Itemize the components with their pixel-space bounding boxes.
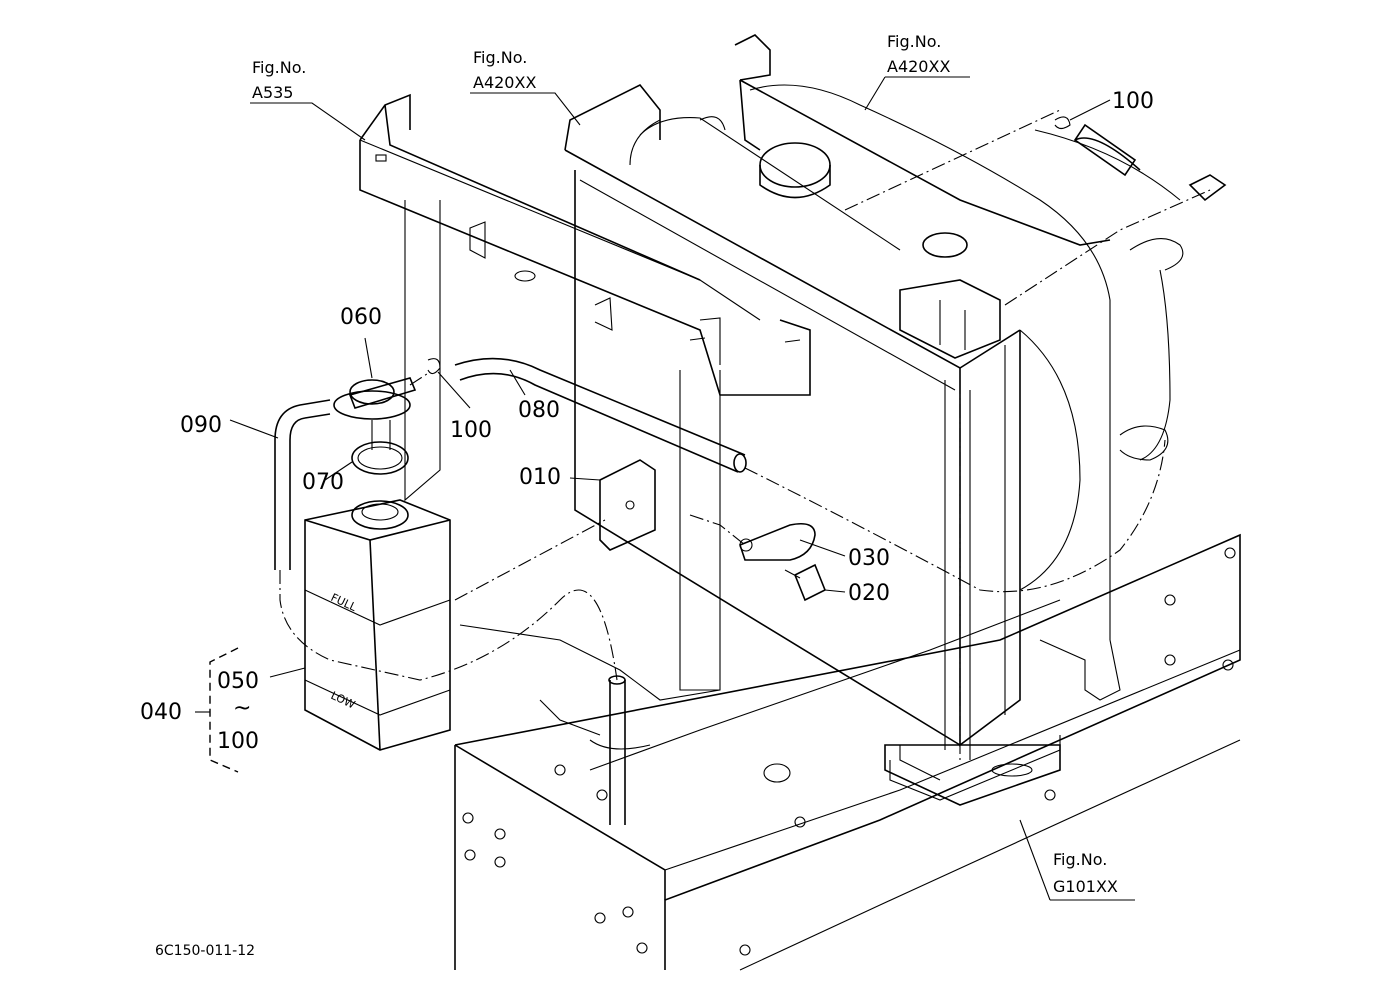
label-060: 060: [340, 305, 382, 330]
chassis-frame: [454, 533, 1241, 971]
bolt-020: [784, 563, 827, 602]
label-100-mid: 100: [450, 418, 492, 443]
tank-cap-060: [333, 377, 417, 450]
gasket-070: [351, 441, 409, 475]
ref-g101-line2: G101XX: [1053, 877, 1118, 896]
label-010: 010: [519, 465, 561, 490]
support-bracket-frame: [359, 93, 811, 691]
leader-lines: [229, 76, 1135, 901]
reserve-tank: FULL LOW: [304, 499, 451, 751]
label-100-top: 100: [1112, 89, 1154, 114]
clip-100-mid: [427, 358, 441, 375]
label-050: 050: [217, 669, 259, 694]
label-030: 030: [848, 546, 890, 571]
label-range-separator: ~: [233, 696, 251, 721]
plate-010: [599, 459, 656, 551]
overflow-pipe: [589, 675, 651, 825]
ref-a420-left-line2: A420XX: [473, 73, 536, 92]
fan-shroud: [734, 34, 1227, 701]
label-090: 090: [180, 413, 222, 438]
hose-080: [454, 357, 747, 473]
label-040: 040: [140, 700, 182, 725]
clip-100-top: [1054, 116, 1141, 171]
ref-a420-left-line1: Fig.No.: [473, 48, 527, 67]
tank-full-mark: FULL: [329, 591, 359, 614]
ref-a420-right-line1: Fig.No.: [887, 32, 941, 51]
label-080: 080: [518, 398, 560, 423]
assembly-bracket: [209, 647, 239, 773]
label-100-range: 100: [217, 729, 259, 754]
tank-low-mark: LOW: [329, 689, 358, 712]
radiator: [564, 83, 1061, 806]
label-070: 070: [302, 470, 344, 495]
phantom-lines: [279, 109, 1211, 760]
ref-a420-right-line2: A420XX: [887, 57, 950, 76]
ref-a535-line2: A535: [252, 83, 293, 102]
drawing-code: 6C150-011-12: [155, 943, 255, 959]
hose-090: [274, 399, 331, 570]
ref-g101-line1: Fig.No.: [1053, 850, 1107, 869]
clamp-030: [739, 522, 816, 561]
ref-a535-line1: Fig.No.: [252, 58, 306, 77]
label-020: 020: [848, 581, 890, 606]
